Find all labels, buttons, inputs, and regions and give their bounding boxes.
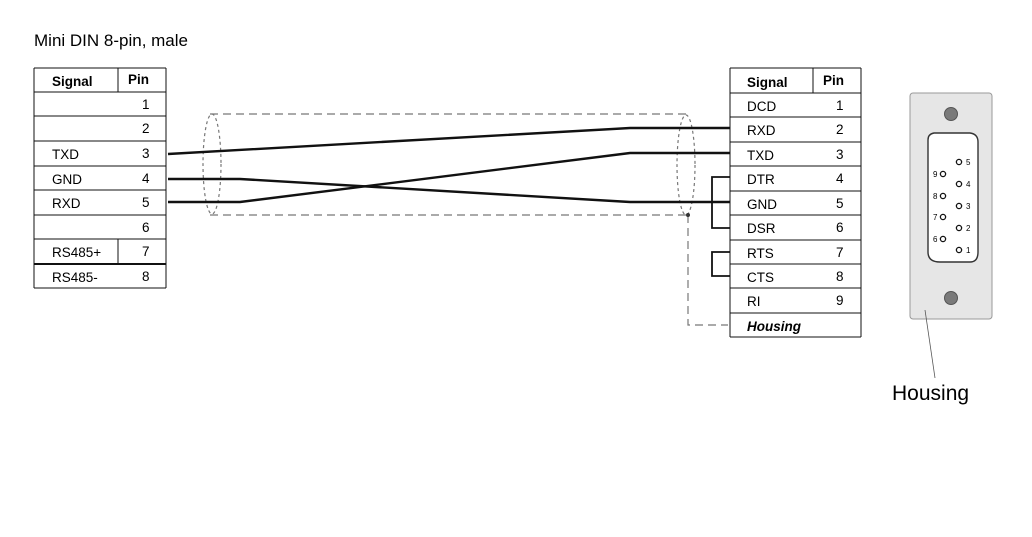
left-pinout-table: Signal Pin 1 2 TXD 3 GND 4 RXD 5 6 RS485… (33, 67, 167, 289)
loopback-brackets (711, 176, 730, 277)
right-signal-7: RTS (747, 246, 774, 261)
left-signal-7: RS485+ (52, 245, 101, 260)
right-signal-6: DSR (747, 221, 776, 236)
wires (167, 126, 730, 204)
housing-pointer-line (924, 309, 936, 379)
right-pin-9: 9 (836, 293, 844, 308)
wire-txd-rxd (167, 126, 730, 156)
right-signal-4: DTR (747, 172, 775, 187)
left-pin-5: 5 (142, 195, 150, 210)
right-pin-3: 3 (836, 147, 844, 162)
right-signal-5: GND (747, 197, 777, 212)
pin-label-9: 9 (933, 170, 938, 179)
connector-shell (927, 132, 979, 263)
left-pin-1: 1 (142, 97, 150, 112)
right-pin-5: 5 (836, 196, 844, 211)
pin-hole-3 (955, 202, 963, 210)
db9-connector: 5 4 3 2 1 9 8 7 6 (909, 92, 993, 320)
right-header-pin: Pin (823, 73, 844, 88)
pin-hole-1 (955, 246, 963, 254)
pin-hole-7 (939, 213, 947, 221)
pin-label-7: 7 (933, 213, 938, 222)
wire-gnd-gnd (168, 177, 730, 204)
connector-title: Mini DIN 8-pin, male (34, 31, 188, 50)
right-header-signal: Signal (747, 75, 788, 90)
right-pin-6: 6 (836, 220, 844, 235)
cable-shield (202, 113, 728, 326)
left-header-pin: Pin (128, 72, 149, 87)
left-signal-5: RXD (52, 196, 81, 211)
pin-label-1: 1 (966, 246, 971, 255)
right-signal-2: RXD (747, 123, 776, 138)
right-signal-9: RI (747, 294, 761, 309)
housing-label: Housing (892, 382, 969, 405)
pin-label-4: 4 (966, 180, 971, 189)
bracket-rts-cts (711, 251, 730, 277)
pin-hole-8 (939, 192, 947, 200)
pin-label-8: 8 (933, 192, 938, 201)
pin-label-6: 6 (933, 235, 938, 244)
mounting-screw-top (944, 107, 958, 121)
right-signal-8: CTS (747, 270, 774, 285)
left-signal-3: TXD (52, 147, 79, 162)
bracket-dtr-dsr (711, 176, 730, 229)
wire-rxd-txd (168, 151, 730, 204)
right-pinout-table: Signal Pin DCD 1 RXD 2 TXD 3 DTR 4 GND 5… (729, 67, 862, 338)
right-signal-3: TXD (747, 148, 774, 163)
right-pin-2: 2 (836, 122, 844, 137)
left-pin-6: 6 (142, 220, 150, 235)
left-signal-4: GND (52, 172, 82, 187)
pin-hole-6 (939, 235, 947, 243)
pin-hole-9 (939, 170, 947, 178)
left-signal-8: RS485- (52, 270, 98, 285)
right-pin-7: 7 (836, 245, 844, 260)
left-pin-2: 2 (142, 121, 150, 136)
pin-hole-2 (955, 224, 963, 232)
mounting-screw-bottom (944, 291, 958, 305)
pin-hole-5 (955, 158, 963, 166)
pin-label-2: 2 (966, 224, 971, 233)
pin-label-3: 3 (966, 202, 971, 211)
pin-hole-4 (955, 180, 963, 188)
right-signal-1: DCD (747, 99, 776, 114)
left-pin-4: 4 (142, 171, 150, 186)
left-pin-8: 8 (142, 269, 150, 284)
right-signal-housing: Housing (747, 319, 802, 334)
left-pin-7: 7 (142, 244, 150, 259)
right-pin-8: 8 (836, 269, 844, 284)
shield-drain-dot (686, 213, 690, 217)
right-pin-4: 4 (836, 171, 844, 186)
left-pin-3: 3 (142, 146, 150, 161)
pin-label-5: 5 (966, 158, 971, 167)
left-header-signal: Signal (52, 74, 93, 89)
right-pin-1: 1 (836, 98, 844, 113)
